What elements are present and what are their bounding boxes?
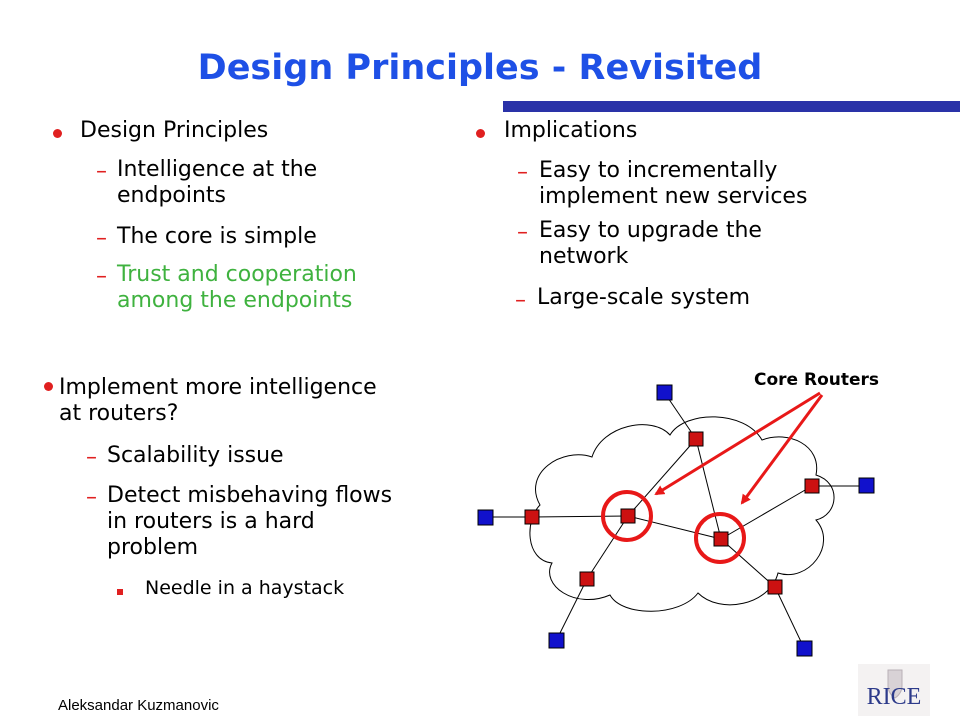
dash: – (515, 288, 526, 313)
network-cloud (529, 416, 835, 612)
item-large-scale: Large-scale system (537, 285, 751, 310)
rice-logo: RICE (858, 664, 930, 716)
edge-router (767, 579, 783, 595)
edge-router (524, 509, 540, 525)
title-rule (503, 101, 960, 112)
implement-heading-line1: Implement more intelligence (59, 375, 377, 400)
slide-title: Design Principles - Revisited (197, 48, 763, 88)
item-incremental-line2: implement new services (539, 184, 808, 209)
item-incremental-line1: Easy to incrementally (539, 158, 778, 183)
bullet-implications (476, 129, 485, 138)
dash: – (517, 160, 528, 185)
highlight-circle-router-2 (694, 512, 746, 564)
edge-router (579, 571, 595, 587)
bullet-implement-intelligence (44, 382, 53, 391)
core-router (620, 508, 636, 524)
design-principles-heading: Design Principles (80, 118, 269, 143)
core-routers-label: Core Routers (754, 370, 879, 390)
host-node (656, 384, 673, 401)
dash: – (96, 226, 107, 251)
item-upgrade-line2: network (539, 244, 629, 269)
sub-bullet (117, 589, 123, 595)
network-diagram: Core Routers (477, 370, 879, 657)
svg-text:RICE: RICE (867, 684, 922, 710)
arrow-to-router-2 (740, 394, 824, 505)
bullet-design-principles (53, 129, 62, 138)
arrow-to-router-1 (654, 391, 821, 496)
implications-heading: Implications (504, 118, 638, 143)
item-scalability: Scalability issue (107, 443, 284, 468)
implement-heading-line2: at routers? (59, 401, 179, 426)
item-intelligence-line2: endpoints (117, 183, 227, 208)
network-links (485, 391, 867, 649)
host-node (858, 477, 875, 494)
highlight-circle-router-1 (601, 490, 653, 542)
host-node (796, 640, 813, 657)
footer-author: Aleksandar Kuzmanovic (58, 697, 219, 714)
item-upgrade-line1: Easy to upgrade the (539, 218, 762, 243)
host-node (477, 509, 494, 526)
edge-router (804, 478, 820, 494)
item-detect-line1: Detect misbehaving flows (107, 483, 393, 508)
item-intelligence-line1: Intelligence at the (117, 157, 318, 182)
item-trust-line2: among the endpoints (117, 288, 353, 313)
item-detect-line2: in routers is a hard (107, 509, 315, 534)
dash: – (86, 485, 97, 510)
dash: – (517, 220, 528, 245)
host-node (548, 632, 565, 649)
dash: – (96, 159, 107, 184)
item-detect-line3: problem (107, 535, 199, 560)
core-router (713, 531, 729, 547)
item-core-simple: The core is simple (117, 224, 317, 249)
dash: – (86, 445, 97, 470)
edge-router (688, 431, 704, 447)
sub-item-needle: Needle in a haystack (145, 577, 345, 599)
item-trust-line1: Trust and cooperation (117, 262, 357, 287)
dash: – (96, 264, 107, 289)
